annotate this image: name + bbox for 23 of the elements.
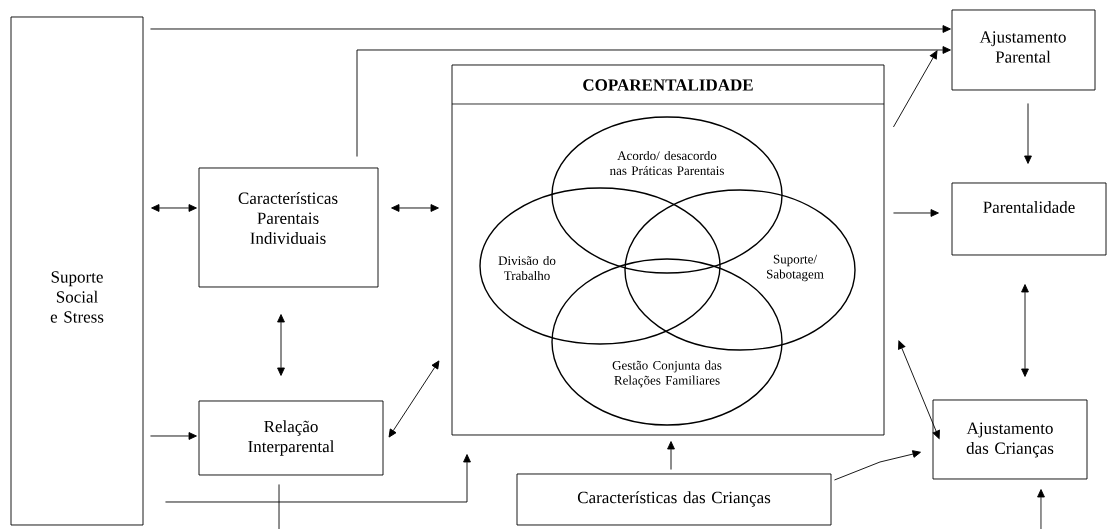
arrow — [391, 204, 439, 212]
arrow — [1024, 103, 1032, 164]
text-box: Ajustamento das Crianças — [932, 399, 1088, 480]
arrow — [667, 441, 675, 470]
arrow — [356, 46, 951, 157]
arrow — [388, 360, 440, 438]
text-box: Características das Crianças — [516, 473, 832, 526]
text-box: Características Parentais Individuais — [198, 167, 379, 288]
arrow — [893, 209, 939, 217]
arrow — [898, 340, 940, 439]
text-box: Relação Interparental — [198, 400, 384, 476]
arrow — [893, 50, 938, 128]
text-box: Suporte Social e Stress — [10, 16, 144, 526]
text-box: Parentalidade — [951, 182, 1107, 256]
arrow — [150, 25, 951, 33]
arrow — [277, 314, 285, 376]
arrow — [1037, 489, 1045, 529]
arrow — [834, 450, 921, 481]
text-box: Ajustamento Parental — [951, 9, 1096, 91]
arrow — [151, 204, 197, 212]
arrow — [1021, 284, 1029, 377]
arrow — [165, 454, 471, 503]
arrow — [150, 432, 197, 440]
